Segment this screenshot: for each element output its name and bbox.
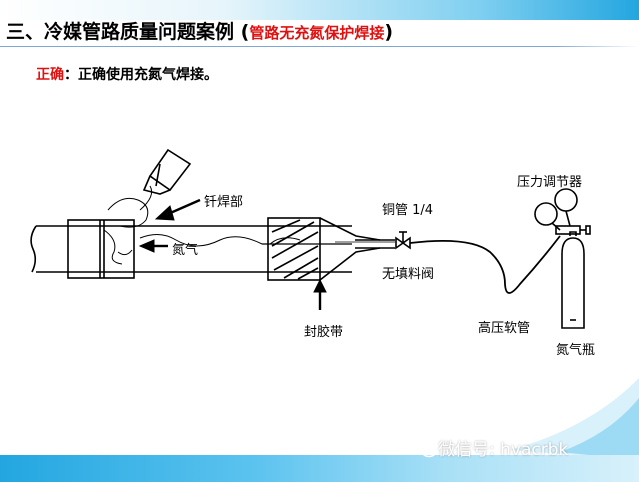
title-underline-fade (555, 46, 639, 47)
title-paren-close: ) (384, 21, 394, 43)
bottom-gradient-band (0, 455, 639, 482)
label-brazing-part: 钎焊部 (204, 195, 244, 210)
title-underline (0, 46, 555, 47)
sealing-tape-arrow-head (313, 278, 327, 293)
pipe-coupling (67, 219, 135, 279)
top-gradient-band (0, 0, 639, 20)
label-high-pressure-hose: 高压软管 (478, 321, 531, 336)
copper-pipe-main (30, 225, 352, 273)
sealing-tape-wrap (267, 217, 321, 281)
label-packless-valve: 无填料阀 (382, 267, 435, 282)
note-label: 正确 (36, 67, 64, 83)
label-pressure-regulator: 压力调节器 (517, 175, 583, 190)
wechat-watermark: 微信号: hvacrbk (438, 440, 569, 460)
brazing-arrow-head (154, 205, 175, 221)
label-sealing-tape: 封胶带 (304, 325, 344, 340)
nitrogen-arrow-head (138, 239, 155, 253)
bottom-corner-wave (510, 378, 639, 460)
small-copper-pipe (335, 239, 395, 249)
correct-note: 正确：正确使用充氮气焊接。 (36, 64, 218, 84)
label-copper-pipe: 铜管 1/4 (382, 203, 434, 218)
note-text: ：正确使用充氮气焊接。 (64, 67, 218, 83)
pressure-regulator (534, 188, 591, 235)
slide-title: 三、冷媒管路质量问题案例 (管路无充氮保护焊接) (6, 19, 393, 45)
label-nitrogen-flow: 氮气 (172, 243, 199, 258)
title-main: 三、冷媒管路质量问题案例 (6, 21, 235, 43)
title-paren-open: ( (240, 21, 250, 43)
pipe-reducer (319, 217, 381, 281)
label-nitrogen-bottle: 氮气瓶 (556, 343, 596, 358)
flow-wisps (103, 185, 301, 265)
high-pressure-hose (409, 235, 561, 294)
wechat-icon (414, 439, 437, 458)
title-highlight: 管路无充氮保护焊接 (249, 24, 385, 42)
nitrogen-bottle (561, 231, 585, 329)
packless-valve (395, 231, 411, 250)
